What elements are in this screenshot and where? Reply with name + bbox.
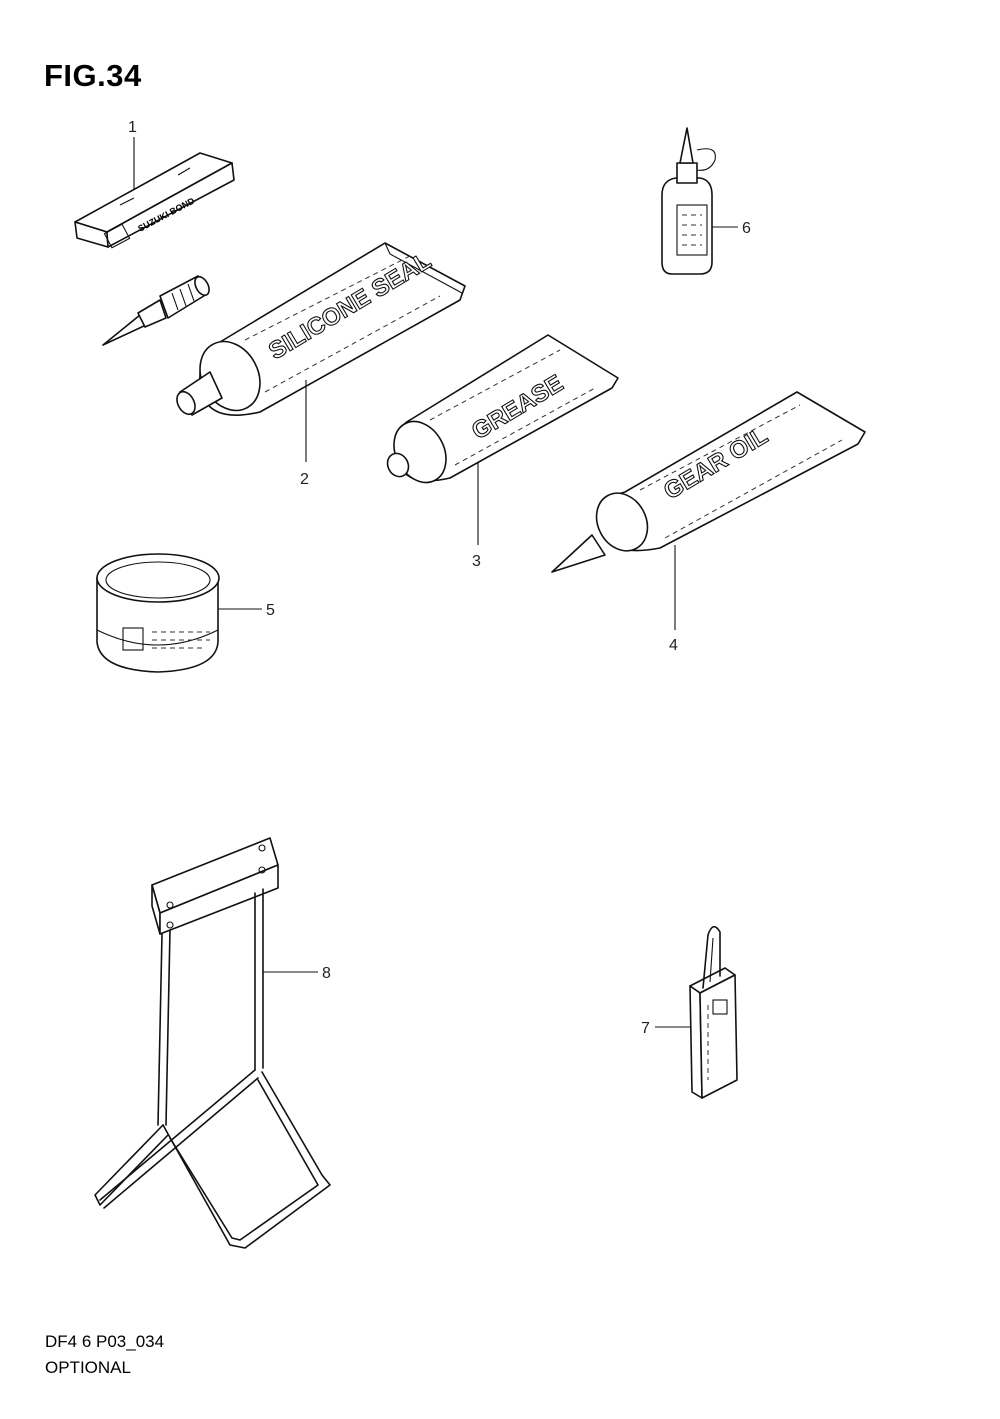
figure-code: DF4 6 P03_034 [45, 1332, 165, 1351]
part-8-motor-stand[interactable] [94, 837, 331, 1249]
part-4-gear-oil-tube[interactable]: GEAR OIL [551, 391, 866, 630]
part-7-oil-can[interactable] [655, 925, 738, 1099]
callout-5: 5 [266, 602, 275, 619]
callout-6: 6 [742, 220, 751, 237]
part-3-grease-tube[interactable]: GREASE [384, 334, 619, 545]
figure-title: FIG.34 [44, 58, 142, 93]
callout-4: 4 [669, 637, 678, 654]
callout-2: 2 [300, 471, 309, 488]
part-2-silicone-seal-tube[interactable]: SILICONE SEAL [173, 242, 466, 462]
callout-3: 3 [472, 553, 481, 570]
callout-8: 8 [322, 965, 331, 982]
callout-7: 7 [641, 1020, 650, 1037]
callout-1: 1 [128, 119, 137, 136]
part-1-nozzle [102, 275, 210, 346]
part-1-bond-box[interactable]: SUZUKI BOND [74, 137, 235, 249]
part-5-grease-can[interactable] [96, 553, 262, 673]
part-6-oil-bottle[interactable] [661, 127, 738, 275]
figure-label: OPTIONAL [45, 1358, 131, 1377]
